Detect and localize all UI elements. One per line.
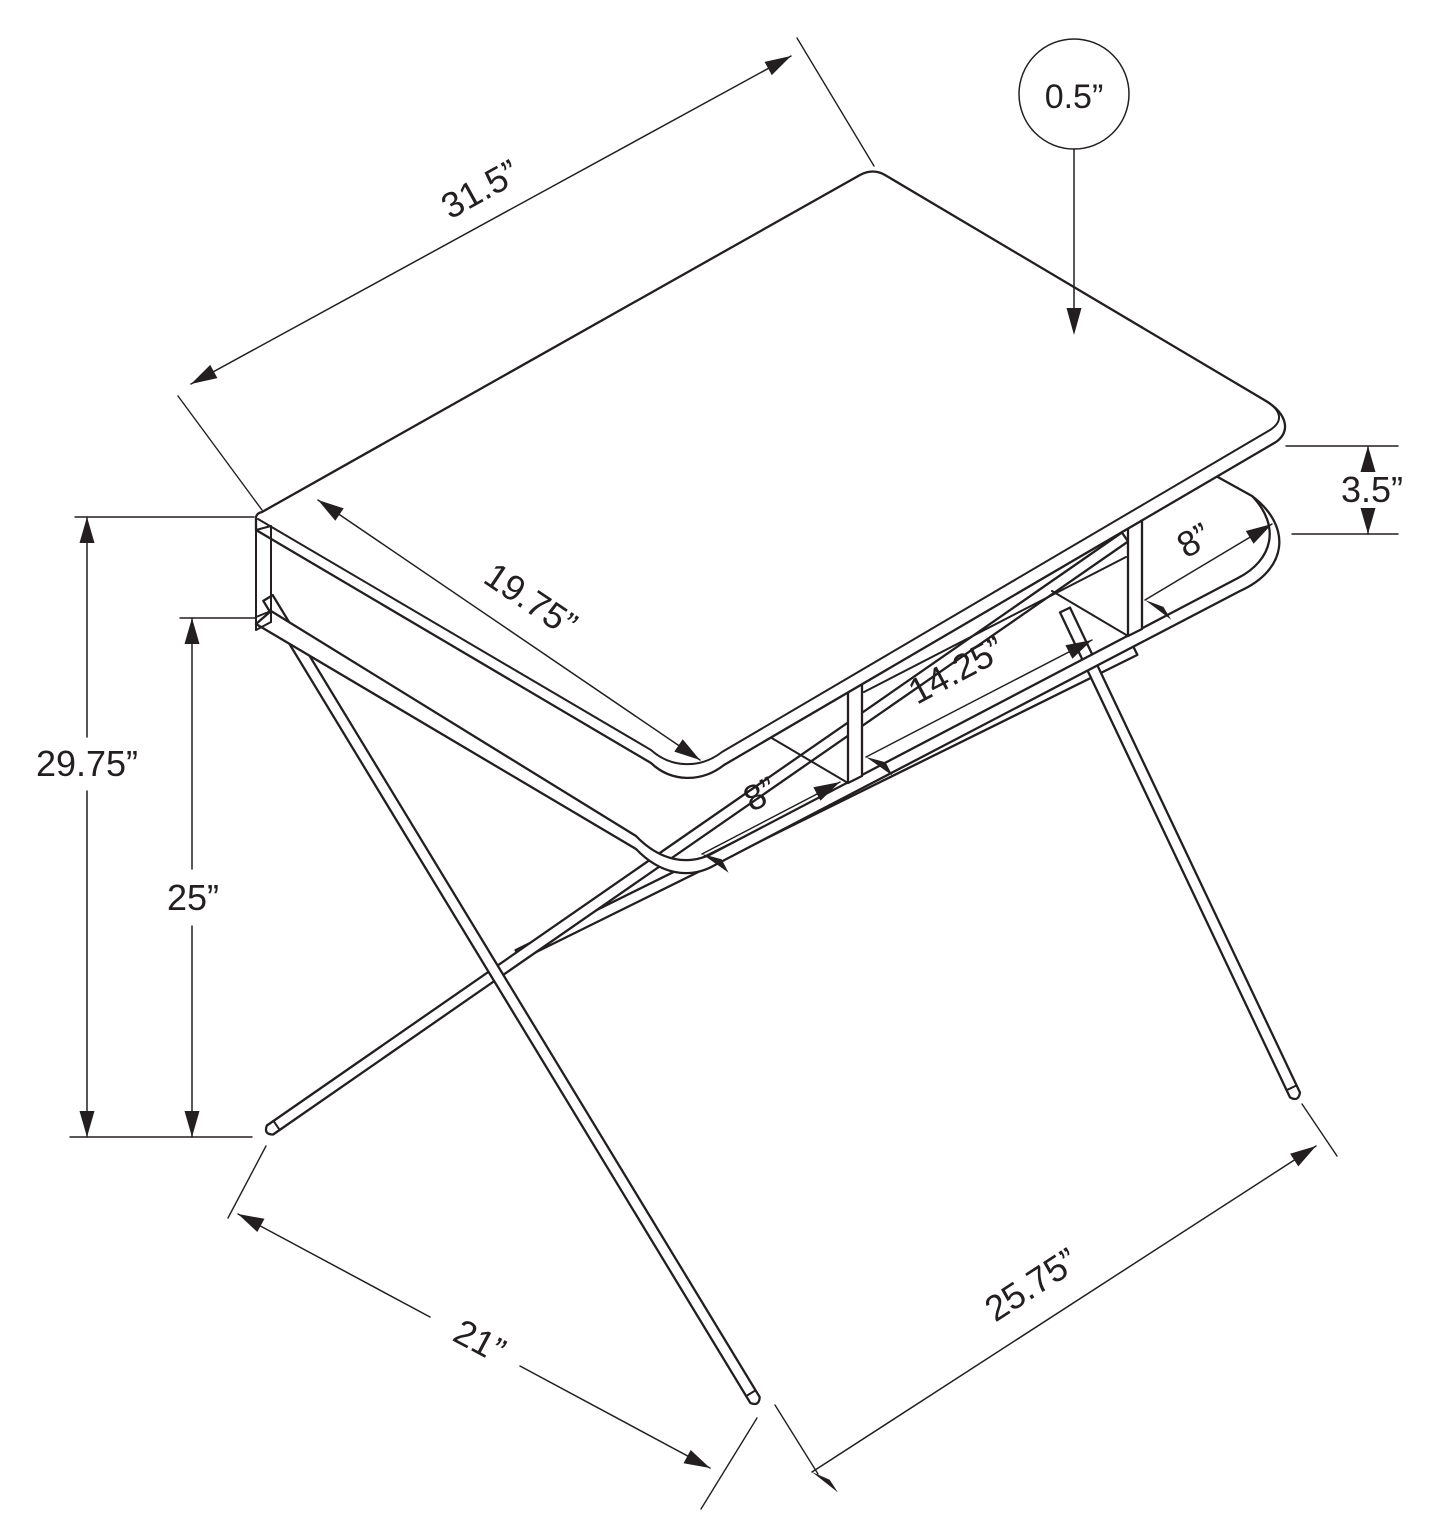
- arrowhead: [318, 500, 344, 521]
- foot-cap-back-right: [1285, 1084, 1298, 1092]
- dimension-line: [190, 55, 792, 385]
- extension-tick: [177, 395, 263, 511]
- arrowhead: [1145, 600, 1172, 620]
- dimension-base-width: 25.75”: [774, 1103, 1338, 1493]
- extension-tick: [1301, 1103, 1338, 1157]
- arrowhead: [1066, 308, 1082, 335]
- left-face-top-thickness: [255, 525, 272, 531]
- dimension-label-shelf-clearance: 25”: [167, 877, 219, 918]
- desk-left-end-face: [255, 516, 272, 631]
- arrowhead: [1360, 446, 1376, 472]
- left-face-bottom-edge: [255, 621, 272, 631]
- divider-left-front-edge: [846, 677, 864, 785]
- dimension-line: [811, 1145, 1317, 1473]
- desk-top-slab: [254, 170, 1287, 780]
- arrowhead: [813, 782, 840, 801]
- arrowhead: [764, 56, 791, 76]
- arrowhead: [674, 739, 700, 760]
- desk-top: [254, 170, 1287, 780]
- arrowhead: [866, 757, 893, 776]
- dimension-label-gap-height: 3.5”: [1341, 469, 1403, 510]
- arrowhead: [702, 854, 729, 873]
- dimension-line: [237, 1213, 431, 1318]
- extension-tick: [796, 37, 875, 167]
- dimension-line: [865, 639, 1093, 758]
- extension-tick: [227, 1145, 267, 1219]
- arrowhead: [683, 1450, 710, 1468]
- dimension-line: [519, 1365, 711, 1469]
- extension-tick: [774, 1404, 819, 1475]
- divider-right-floor-joint: [1051, 590, 1129, 637]
- arrowhead: [79, 1111, 95, 1137]
- dimension-label-overall-height: 29.75”: [36, 743, 138, 784]
- arrowhead: [1290, 1146, 1316, 1167]
- dimension-label-top-thickness: 0.5”: [1045, 78, 1104, 116]
- desk-top-front-edge: [257, 400, 1280, 766]
- dimension-overall-height: 29.75”: [36, 516, 255, 1138]
- dimension-top-thickness: 0.5”: [1018, 38, 1130, 335]
- leg-front: [262, 593, 761, 1406]
- dimension-shelf-clearance: 25”: [167, 617, 257, 1138]
- leg-back-right: [1058, 606, 1302, 1101]
- extension-tick: [700, 1417, 758, 1510]
- arrowhead: [1360, 508, 1376, 534]
- arrowhead: [184, 618, 200, 644]
- arrowhead: [1245, 524, 1272, 544]
- dimension-label-base-width: 25.75”: [977, 1240, 1085, 1330]
- divider-left-floor-joint: [769, 736, 849, 784]
- dimension-line: [317, 499, 701, 761]
- dimension-label-cubby-right: 8”: [1170, 514, 1218, 566]
- divider-right-front-edge: [1126, 516, 1144, 638]
- arrowhead: [812, 1472, 838, 1493]
- dimension-gap-height: 3.5”: [1285, 445, 1403, 535]
- foot-cap-back-left: [272, 1119, 281, 1131]
- foot-cap-front: [745, 1389, 757, 1398]
- arrowhead: [191, 364, 218, 384]
- arrowhead: [1065, 640, 1092, 659]
- arrowhead: [238, 1214, 265, 1232]
- shelf-slab: [254, 443, 1281, 875]
- left-face-shelf-edge: [255, 610, 272, 618]
- arrowhead: [184, 1111, 200, 1137]
- dimension-label-top-width: 31.5”: [434, 151, 526, 227]
- shelf-back-joint-line: [863, 556, 1127, 693]
- dimension-label-base-depth: 21”: [447, 1311, 512, 1372]
- leg-back-left: [264, 531, 1130, 1136]
- arrowhead: [79, 517, 95, 543]
- dimension-base-depth: 21”: [227, 1145, 758, 1510]
